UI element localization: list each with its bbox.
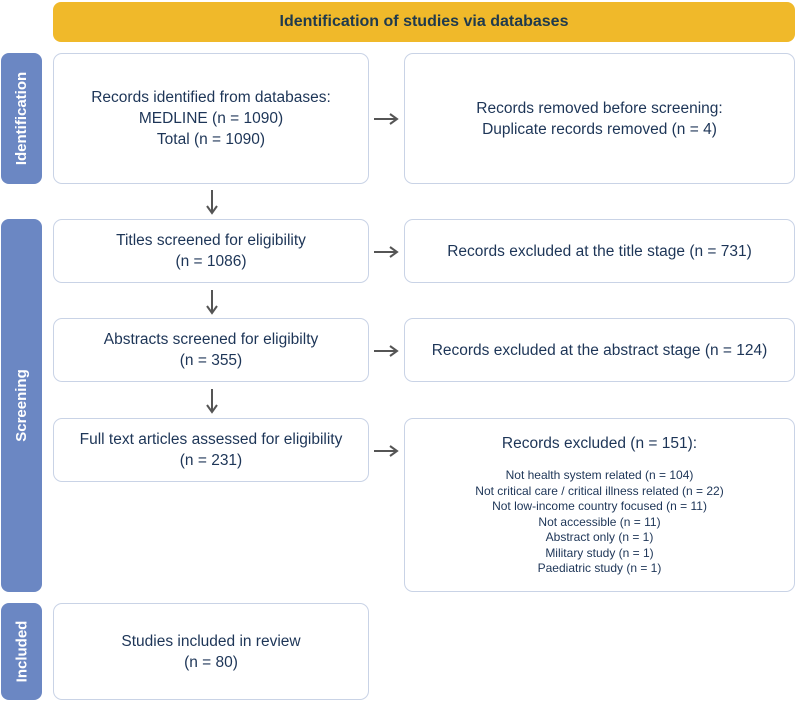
records-removed-line2: Duplicate records removed (n = 4)	[482, 120, 717, 138]
studies-included-line2: (n = 80)	[184, 653, 238, 671]
arrow-right-icon	[374, 345, 399, 357]
exclusion-reason: Not health system related (n = 104)	[505, 468, 694, 483]
fulltext-assessed-line1: Full text articles assessed for eligibil…	[79, 431, 343, 448]
records-removed-line1: Records removed before screening:	[476, 99, 723, 117]
titles-screened-line2: (n = 1086)	[175, 253, 247, 270]
titles-excluded-box: Records excluded at the title stage (n =…	[404, 219, 795, 283]
arrow-down-icon	[206, 290, 218, 315]
records-identified-line2: MEDLINE (n = 1090)	[138, 110, 284, 127]
exclusion-reason: Paediatric study (n = 1)	[537, 561, 662, 576]
stage-screening-label: Screening	[13, 369, 30, 442]
records-removed-box: Records removed before screening: Duplic…	[404, 53, 795, 184]
stage-screening: Screening	[1, 219, 42, 592]
arrow-right-icon	[374, 113, 399, 125]
exclusion-reason: Abstract only (n = 1)	[545, 530, 654, 545]
abstracts-screened-line2: (n = 355)	[179, 352, 243, 369]
abstracts-excluded-box: Records excluded at the abstract stage (…	[404, 318, 795, 382]
titles-screened-box: Titles screened for eligibility (n = 108…	[53, 219, 369, 283]
fulltext-assessed-line2: (n = 231)	[179, 452, 243, 469]
header-title: Identification of studies via databases	[279, 13, 569, 30]
exclusion-reason: Military study (n = 1)	[545, 545, 654, 560]
studies-included-box: Studies included in review (n = 80)	[53, 603, 369, 700]
stage-identification-label: Identification	[13, 71, 30, 166]
exclusion-reason: Not low-income country focused (n = 11)	[492, 499, 707, 514]
fulltext-assessed-box: Full text articles assessed for eligibil…	[53, 418, 369, 482]
fulltext-excluded-box: Records excluded (n = 151): Not health s…	[404, 418, 795, 592]
arrow-down-icon	[206, 389, 218, 414]
records-identified-line3: Total (n = 1090)	[156, 131, 266, 148]
titles-screened-line1: Titles screened for eligibility	[116, 232, 306, 249]
titles-excluded-line1: Records excluded at the title stage (n =…	[447, 242, 752, 260]
exclusion-reason: Not accessible (n = 11)	[538, 514, 661, 529]
abstracts-screened-line1: Abstracts screened for eligibilty	[103, 331, 319, 348]
records-identified-line1: Records identified from databases:	[91, 89, 331, 106]
arrow-right-icon	[374, 445, 399, 457]
abstracts-screened-box: Abstracts screened for eligibilty (n = 3…	[53, 318, 369, 382]
records-identified-box: Records identified from databases: MEDLI…	[53, 53, 369, 184]
diagram-header: Identification of studies via databases	[53, 2, 795, 42]
exclusion-reason: Not critical care / critical illness rel…	[475, 483, 724, 498]
studies-included-line1: Studies included in review	[121, 632, 301, 650]
stage-included-label: Included	[13, 620, 31, 683]
arrow-right-icon	[374, 246, 399, 258]
stage-included: Included	[1, 603, 42, 700]
arrow-down-icon	[206, 190, 218, 215]
fulltext-excluded-title: Records excluded (n = 151):	[501, 435, 698, 453]
abstracts-excluded-line1: Records excluded at the abstract stage (…	[431, 341, 768, 359]
stage-identification: Identification	[1, 53, 42, 184]
